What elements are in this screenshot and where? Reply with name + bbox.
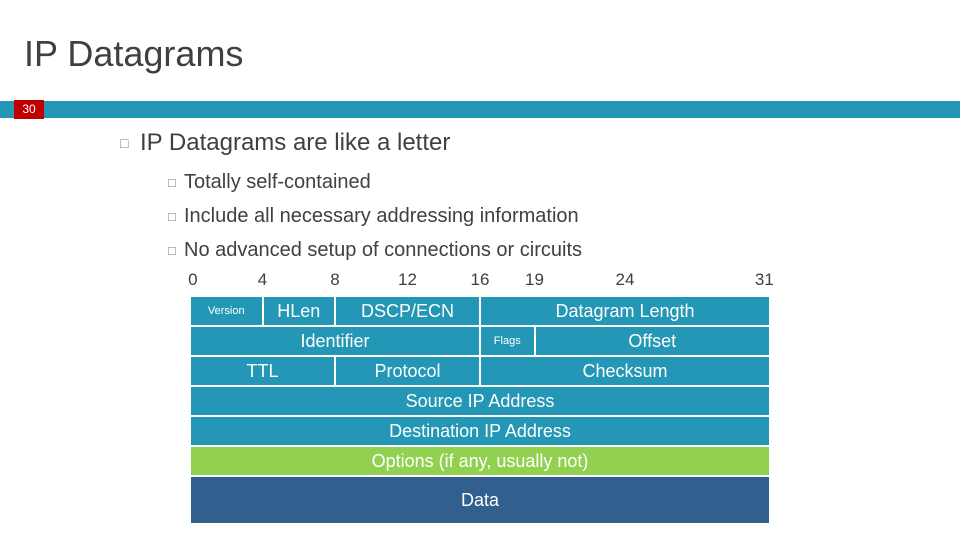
field-destination-ip-address: Destination IP Address — [190, 416, 770, 446]
bullet-marker-icon: □ — [120, 135, 129, 151]
field-version: Version — [190, 296, 263, 326]
bit-tick-12: 12 — [398, 270, 417, 289]
field-checksum: Checksum — [480, 356, 770, 386]
list-item-label: No advanced setup of connections or circ… — [184, 239, 582, 261]
main-bullet-label: IP Datagrams are like a letter — [140, 129, 451, 156]
field-offset: Offset — [534, 326, 770, 356]
diagram-row-4: Source IP Address — [190, 386, 770, 416]
diagram-row-5: Destination IP Address — [190, 416, 770, 446]
bullet-marker-icon: □ — [168, 209, 176, 224]
field-data: Data — [190, 476, 770, 524]
main-bullet: □ IP Datagrams are like a letter — [120, 128, 880, 158]
field-ttl: TTL — [190, 356, 335, 386]
diagram-row-7-data: Data — [190, 476, 770, 524]
field-flags: Flags — [480, 326, 535, 356]
bit-tick-19: 19 — [525, 270, 544, 289]
accent-divider-bar — [0, 101, 960, 118]
field-options-if-any-usually-not: Options (if any, usually not) — [190, 446, 770, 476]
sub-bullet-list: □ Totally self-contained □ Include all n… — [168, 168, 908, 270]
bit-tick-16: 16 — [470, 270, 490, 289]
bit-tick-4: 4 — [257, 270, 268, 289]
list-item: □ No advanced setup of connections or ci… — [168, 236, 908, 265]
page-title: IP Datagrams — [24, 33, 244, 74]
bullet-marker-icon: □ — [168, 175, 176, 190]
field-protocol: Protocol — [335, 356, 480, 386]
list-item: □ Include all necessary addressing infor… — [168, 202, 908, 231]
diagram-row-6: Options (if any, usually not) — [190, 446, 770, 476]
bit-tick-0: 0 — [188, 270, 198, 289]
bullet-marker-icon: □ — [168, 243, 176, 258]
field-source-ip-address: Source IP Address — [190, 386, 770, 416]
field-datagram-length: Datagram Length — [480, 296, 770, 326]
list-item-label: Totally self-contained — [184, 171, 371, 193]
bit-tick-24: 24 — [615, 270, 635, 289]
field-dscp-ecn: DSCP/ECN — [335, 296, 480, 326]
list-item: □ Totally self-contained — [168, 168, 908, 197]
bit-tick-31: 31 — [754, 270, 774, 289]
field-identifier: Identifier — [190, 326, 480, 356]
bit-tick-8: 8 — [330, 270, 340, 289]
field-hlen: HLen — [262, 296, 335, 326]
page-number-badge: 30 — [14, 100, 44, 119]
list-item-label: Include all necessary addressing informa… — [184, 205, 579, 227]
bit-ruler: 0 4 8 12 16 19 24 31 — [188, 270, 774, 296]
